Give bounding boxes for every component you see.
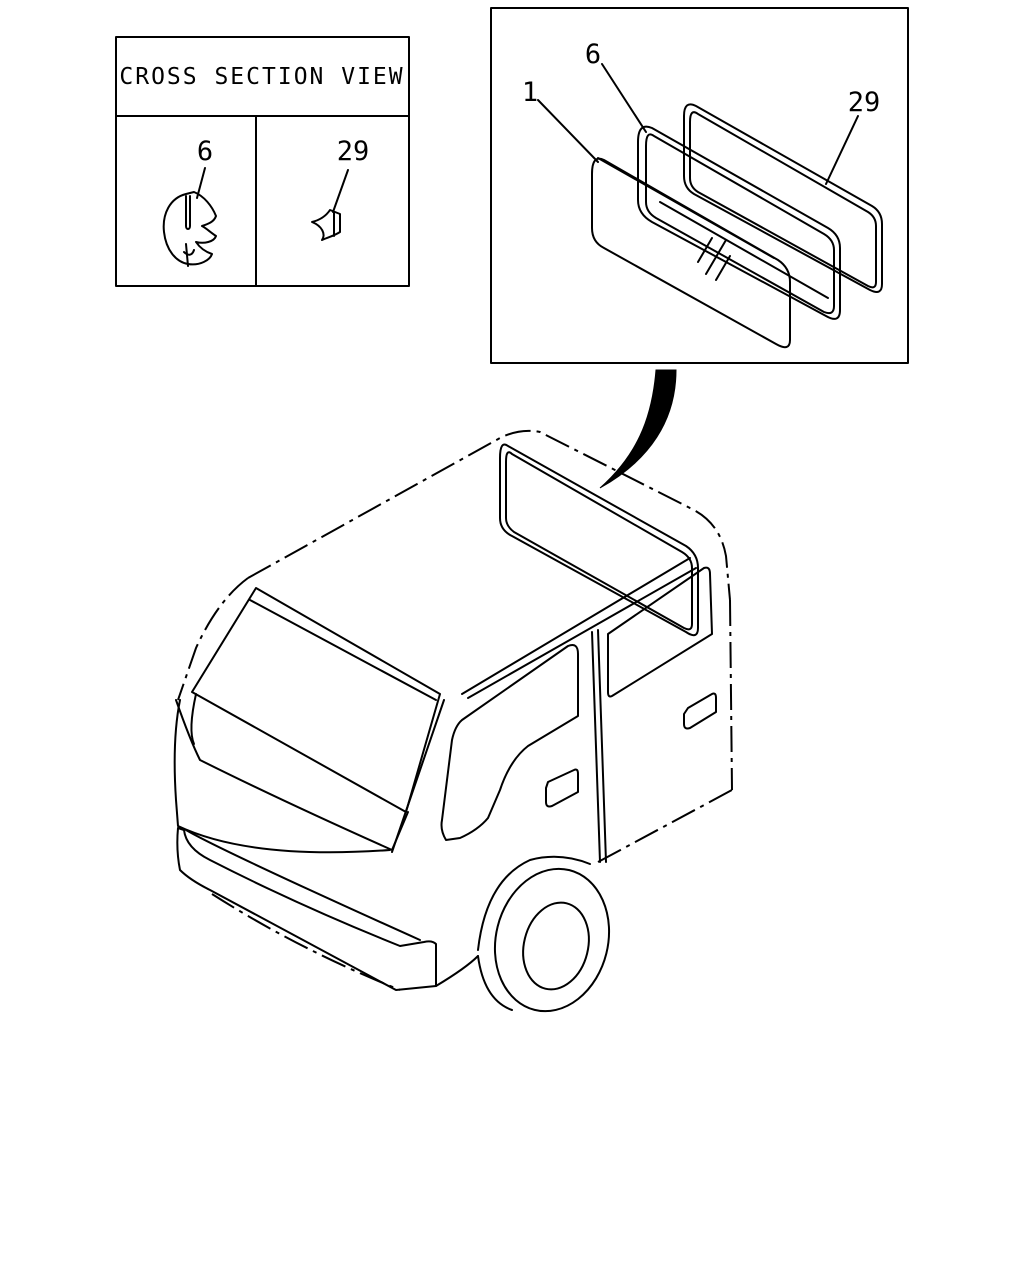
cross-section-frame bbox=[115, 36, 410, 287]
cross-section-panel: CROSS SECTION VIEW 6 29 bbox=[115, 36, 410, 287]
exploded-callout-1: 1 bbox=[522, 77, 538, 108]
cross-section-title: CROSS SECTION VIEW bbox=[119, 64, 404, 90]
exploded-view-panel: 1 6 29 bbox=[490, 7, 909, 364]
leader-line-1 bbox=[537, 99, 599, 163]
cab-rear-corner bbox=[729, 599, 733, 791]
cab-door-bottom bbox=[597, 789, 733, 863]
cab-front-roof-edge bbox=[177, 577, 249, 701]
rear-door-window bbox=[607, 566, 713, 698]
exploded-callout-29: 29 bbox=[848, 87, 881, 118]
leader-line-29-section bbox=[332, 169, 349, 213]
part-1-glass-pane bbox=[591, 157, 791, 349]
exploded-callout-6: 6 bbox=[585, 39, 601, 70]
rear-window-glass bbox=[499, 443, 699, 637]
wheel-arch bbox=[477, 855, 591, 951]
front-bumper bbox=[176, 827, 437, 991]
cab-front-face bbox=[173, 699, 391, 854]
front-wheel bbox=[493, 867, 611, 1013]
fender-lower-line bbox=[435, 955, 479, 987]
weatherstrip-section-shape bbox=[162, 191, 217, 267]
glass-reflection-marks bbox=[697, 237, 731, 281]
windshield bbox=[191, 587, 441, 813]
cross-section-callout-6: 6 bbox=[197, 136, 213, 167]
cross-section-callout-29: 29 bbox=[337, 136, 370, 167]
front-door-window bbox=[440, 644, 579, 841]
front-door-handle bbox=[545, 768, 579, 808]
leader-line-6 bbox=[601, 63, 647, 133]
callout-pointer-arrow bbox=[599, 369, 677, 489]
wheel-arch-lower bbox=[477, 955, 513, 1011]
truck-cab-illustration bbox=[173, 429, 733, 1013]
rear-door-front-edge bbox=[591, 631, 601, 863]
part-29-sealant-frame bbox=[683, 103, 883, 293]
cab-roof-side-line bbox=[461, 557, 691, 695]
cab-roof-outline bbox=[247, 429, 731, 601]
rear-door-handle bbox=[683, 692, 717, 730]
sealant-section-shape bbox=[311, 209, 341, 241]
glass-edge-highlight bbox=[597, 157, 775, 259]
leader-line-29 bbox=[825, 115, 859, 185]
cab-front-panel bbox=[175, 699, 409, 851]
exploded-view-frame bbox=[490, 7, 909, 364]
part-6-weatherstrip bbox=[637, 125, 841, 320]
